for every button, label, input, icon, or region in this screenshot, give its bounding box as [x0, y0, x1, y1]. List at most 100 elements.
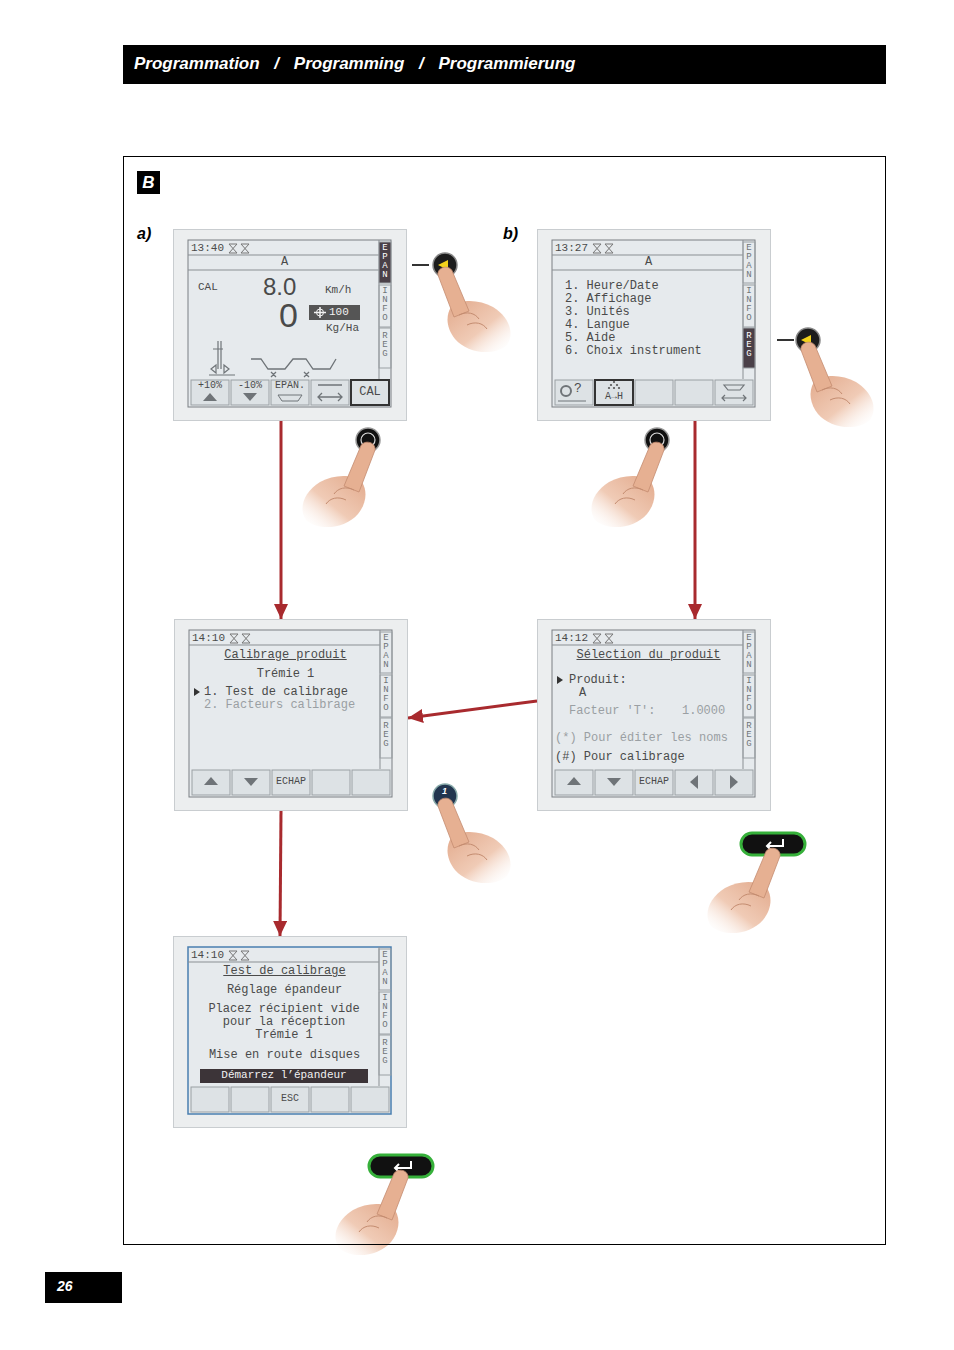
- soft-key: [635, 770, 673, 795]
- soft-key: [555, 770, 593, 795]
- screen-text: 1. Test de calibrage: [204, 686, 348, 699]
- hand-illustration: [335, 1170, 408, 1255]
- hand-crease: [822, 388, 850, 404]
- key-icon: [278, 395, 302, 401]
- page-title: Programmation / Programming / Programmie…: [134, 54, 575, 74]
- screen-text: -10%: [230, 380, 270, 391]
- screen-text: INFO: [380, 994, 390, 1030]
- crosshair-icon: [317, 309, 324, 316]
- menu-tab: [743, 718, 755, 758]
- screen-text: EPAN: [380, 244, 390, 280]
- screen-text: REG: [381, 722, 391, 749]
- screen-text: ECHAP: [271, 776, 311, 787]
- soft-key: [595, 380, 633, 405]
- screen-text: EPAN: [744, 244, 754, 280]
- status-line: [188, 270, 379, 271]
- menu-tab: [743, 675, 755, 717]
- selection-marker: [557, 676, 563, 684]
- screen-text: Placez récipient vide pour la réception …: [204, 1003, 364, 1042]
- screen-text: ?: [574, 382, 582, 396]
- key-icon: [610, 384, 612, 386]
- screen-bezel: [538, 230, 771, 421]
- soft-key: [272, 770, 310, 795]
- hand-crease: [459, 313, 487, 329]
- flow-arrow: [408, 701, 537, 718]
- menu-tab: [380, 675, 392, 717]
- menu-tab: [743, 632, 755, 673]
- menu-tab: [379, 242, 391, 283]
- page-number-box: [45, 1272, 122, 1303]
- hand-finger: [801, 342, 832, 392]
- hand-illustration: [438, 798, 511, 883]
- soft-key: [675, 380, 713, 405]
- button-number: 1: [442, 786, 447, 796]
- screen-text: REG: [744, 332, 754, 359]
- screen-text: 100: [329, 306, 349, 318]
- key-icon: [613, 381, 615, 383]
- screen-text: EPAN: [744, 634, 754, 670]
- screen-text: +10%: [190, 380, 230, 391]
- panel-letter: a): [137, 225, 151, 243]
- lcd-screen: 13:40ACAL8.0Km/h0100Kg/Ha+10%-10%EPAN.CA…: [173, 229, 407, 421]
- spinning-discs: [251, 359, 336, 377]
- status-line: [552, 270, 743, 271]
- hand-finger: [377, 1170, 408, 1220]
- lcd-display: [188, 947, 391, 1114]
- soft-key: [232, 770, 270, 795]
- screen-text: A: [190, 256, 379, 269]
- screen-text: Test de calibrage: [190, 965, 379, 978]
- hand-illustration: [801, 342, 874, 427]
- lcd-screen: 14:10Test de calibrageRéglage épandeurPl…: [173, 936, 407, 1128]
- menu-tab: [380, 718, 392, 758]
- screen-text: Calibrage produit: [191, 649, 380, 662]
- panel-letter: b): [503, 225, 518, 243]
- soft-key: [595, 770, 633, 795]
- hand-crease: [731, 894, 759, 910]
- key-icon: [318, 385, 342, 401]
- menu-tab: [743, 242, 755, 283]
- status-line: [188, 962, 379, 963]
- key-icon: [613, 387, 615, 389]
- hand-finger: [344, 442, 375, 492]
- soft-key: [351, 1087, 389, 1112]
- flow-arrow: [280, 811, 281, 936]
- soft-key: [555, 380, 593, 405]
- selection-marker: [194, 688, 200, 696]
- screen-text: REG: [380, 1039, 390, 1066]
- lcd-screen: 14:10Calibrage produitTrémie 11. Test de…: [174, 619, 408, 811]
- screen-text: Démarrez l’épandeur: [200, 1069, 368, 1081]
- key-icon: [690, 775, 698, 789]
- screen-text: A: [554, 256, 743, 269]
- key-icon: [561, 386, 571, 396]
- hand-finger: [438, 267, 469, 317]
- title-bar: [123, 45, 886, 84]
- screen-text: CAL: [350, 386, 390, 399]
- hand-finger: [749, 848, 780, 898]
- screen-text: 14:10: [191, 949, 224, 962]
- screen-text: 14:12: [555, 632, 588, 645]
- hourglass-icon: [593, 244, 601, 253]
- key-icon: [243, 393, 257, 401]
- key-icon: [244, 778, 258, 786]
- screen-text: 0: [279, 297, 298, 333]
- hopper-gauge: [209, 341, 235, 375]
- screen-text: (*) Pour éditer les noms: [555, 732, 728, 745]
- screen-text: Facteur 'T':: [569, 705, 655, 718]
- key-icon: [618, 387, 620, 389]
- screen-bezel: [175, 620, 408, 811]
- screen-bezel: [174, 230, 407, 421]
- menu-tab: [743, 285, 755, 327]
- screen-text: INFO: [381, 677, 391, 713]
- soft-key: [311, 1087, 349, 1112]
- menu-tab: [379, 992, 391, 1034]
- page-number: 26: [57, 1278, 73, 1294]
- hand-illustration: [591, 442, 664, 527]
- status-line: [552, 645, 743, 646]
- soft-key: [351, 380, 389, 405]
- hand-finger: [633, 442, 664, 492]
- soft-key: [675, 770, 713, 795]
- menu-tab: [379, 1035, 391, 1075]
- screen-text: EPAN.: [270, 380, 310, 391]
